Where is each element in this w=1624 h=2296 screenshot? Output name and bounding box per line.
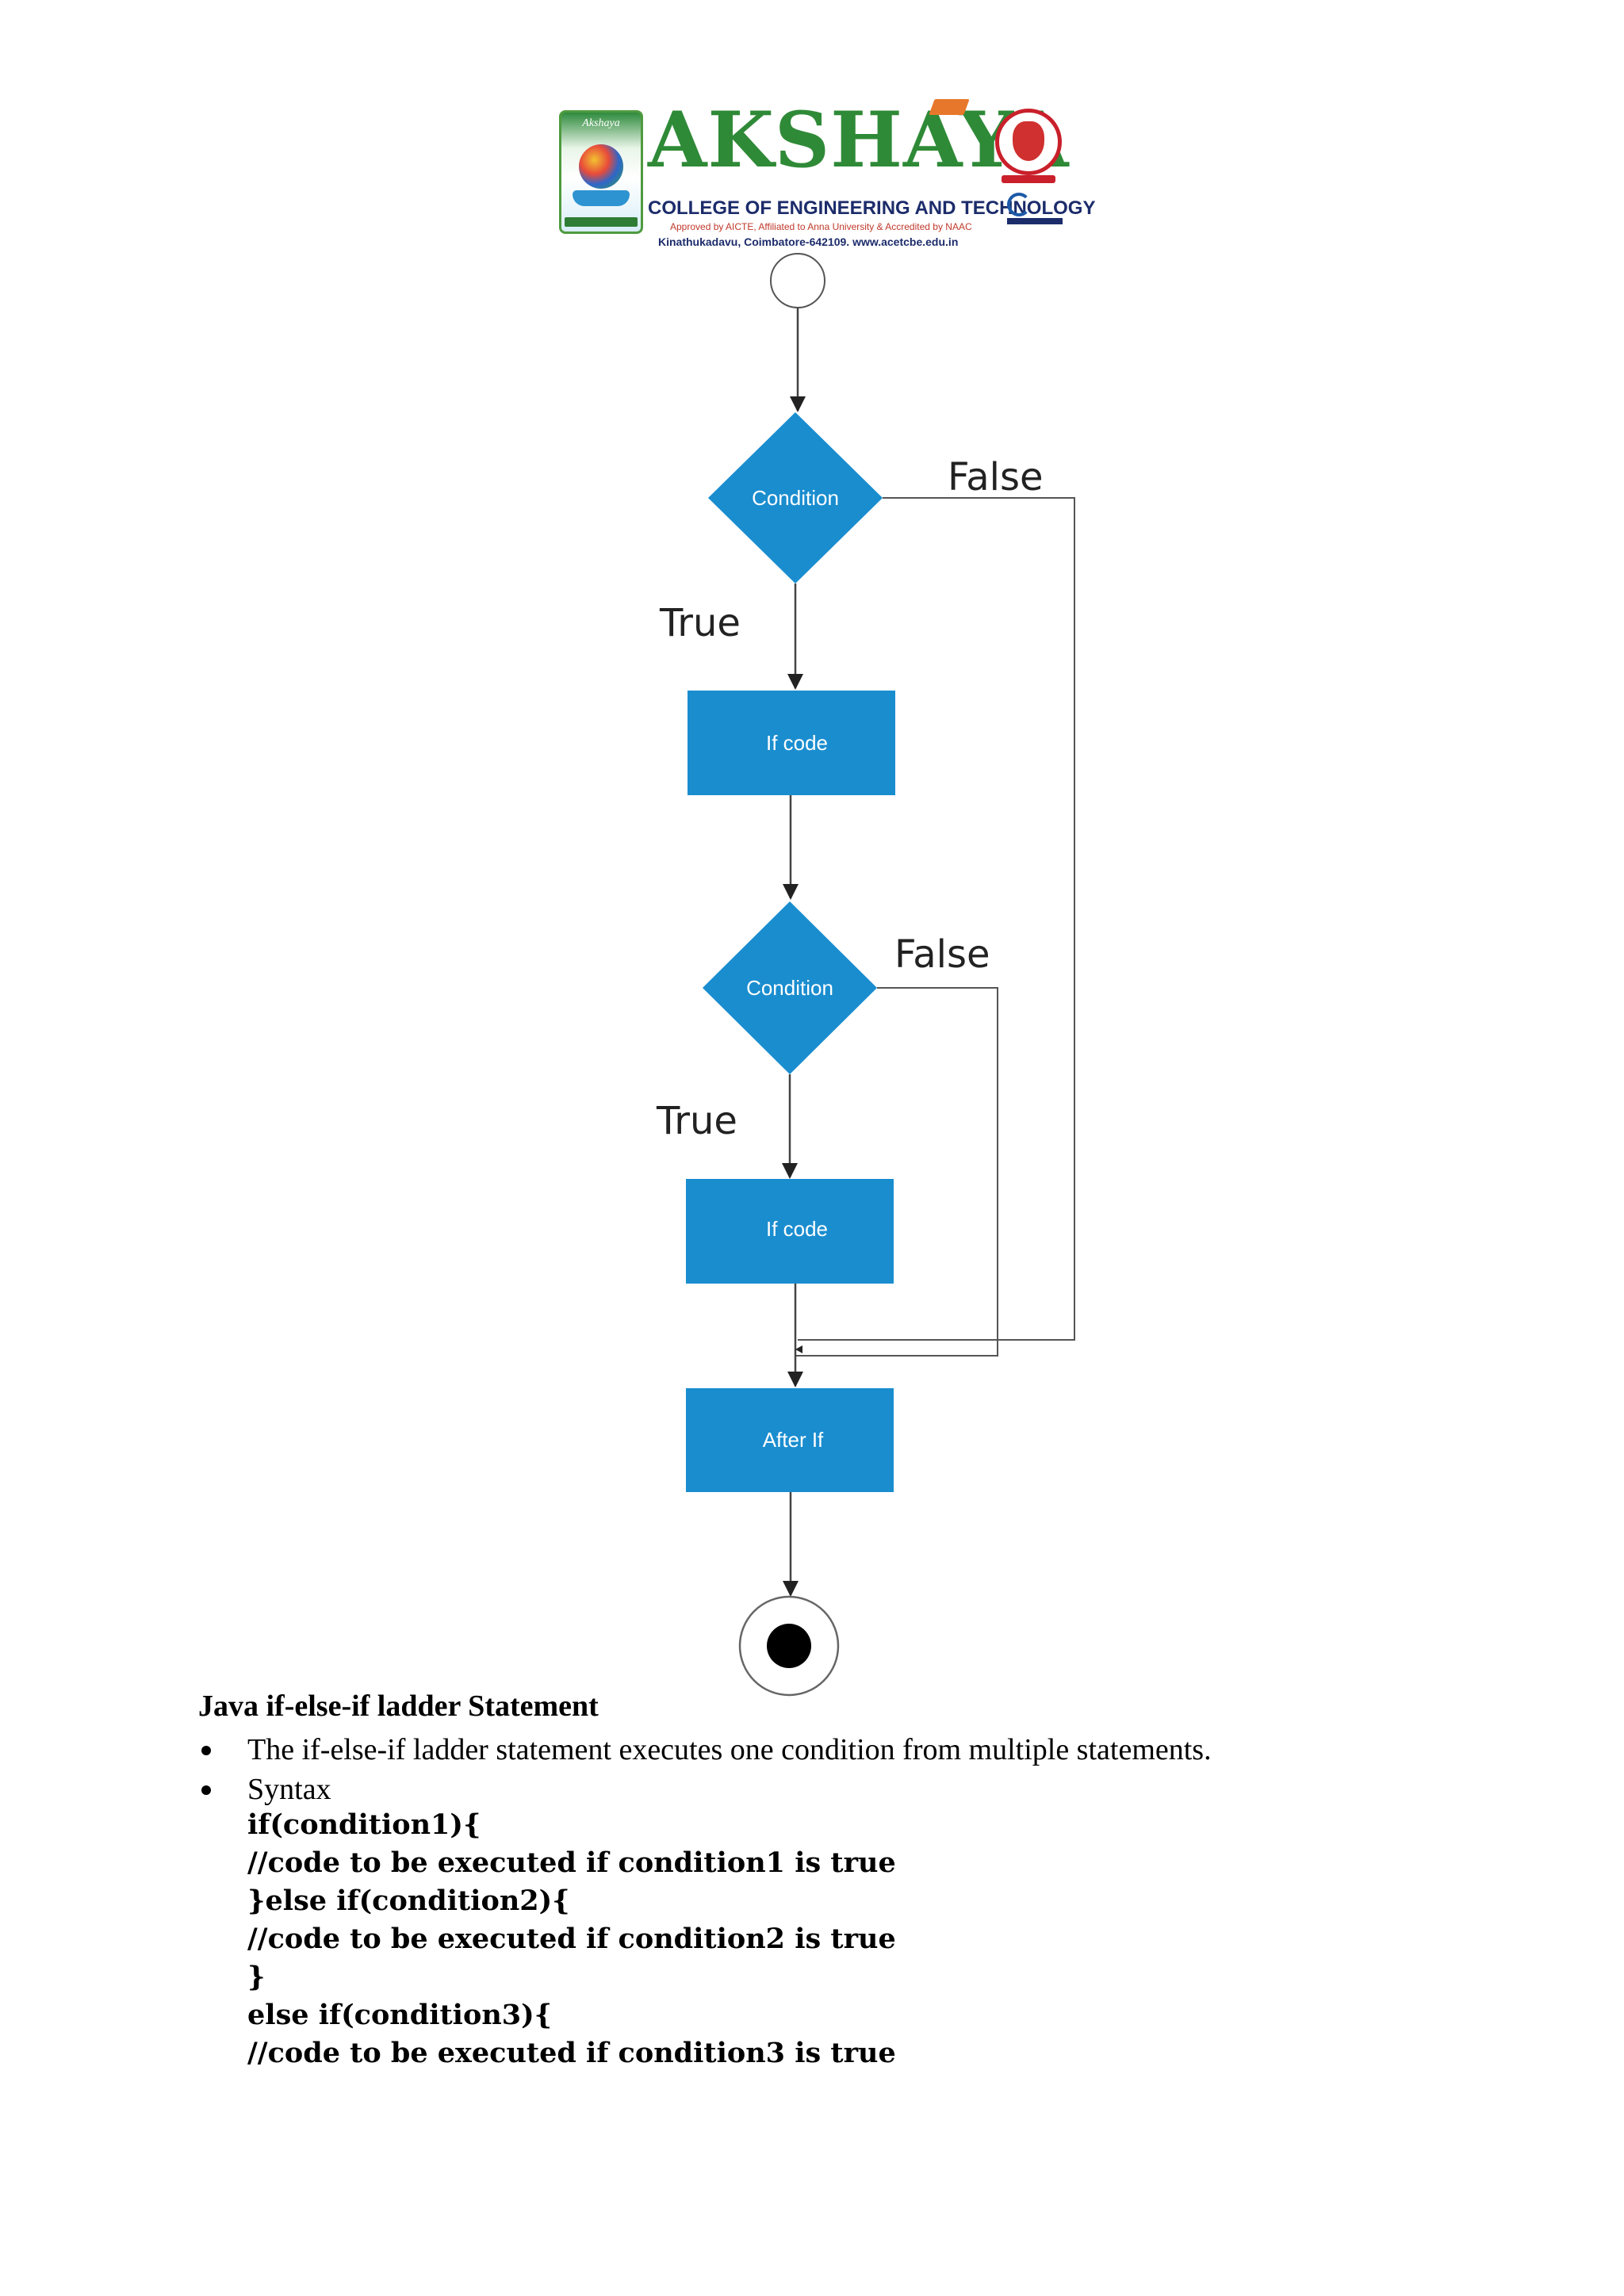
seal-band bbox=[1002, 175, 1055, 183]
approval-line: Approved by AICTE, Affiliated to Anna Un… bbox=[670, 221, 972, 232]
bullet-item: Syntax bbox=[198, 1770, 1212, 1809]
ifcode2-box bbox=[686, 1179, 894, 1284]
afterif-label: After If bbox=[763, 1428, 824, 1452]
ifcode2-label: If code bbox=[766, 1217, 828, 1241]
condition2-false-path bbox=[795, 987, 998, 1357]
code-line: if(condition1){ bbox=[247, 1808, 481, 1841]
university-seal-icon bbox=[995, 109, 1062, 188]
condition1-label: Condition bbox=[752, 486, 839, 510]
college-header: Akshaya AKSHAYA COLLEGE OF ENGINEERING A… bbox=[559, 99, 1095, 258]
afterif-box bbox=[686, 1388, 894, 1492]
hand-icon bbox=[573, 190, 630, 206]
condition2-label: Condition bbox=[746, 976, 833, 1000]
naac-logo-icon bbox=[1007, 193, 1063, 224]
address-line: Kinathukadavu, Coimbatore-642109. www.ac… bbox=[658, 235, 959, 248]
condition1-false-path bbox=[798, 497, 1075, 1341]
code-line: //code to be executed if condition3 is t… bbox=[247, 2037, 896, 2069]
bullet-item: The if-else-if ladder statement executes… bbox=[198, 1730, 1212, 1770]
condition2-false-label: False bbox=[894, 932, 990, 977]
section-heading: Java if-else-if ladder Statement bbox=[198, 1689, 599, 1723]
if-else-if-flowchart: Condition False True If code Condition F… bbox=[656, 253, 1075, 1697]
india-map-icon bbox=[1013, 121, 1044, 161]
code-line: } bbox=[247, 1961, 266, 1993]
bullet-list: The if-else-if ladder statement executes… bbox=[198, 1730, 1212, 1809]
logo-brand-text: Akshaya bbox=[582, 117, 620, 129]
globe-icon bbox=[579, 144, 623, 189]
condition1-diamond bbox=[708, 412, 883, 584]
naac-bar bbox=[1007, 218, 1063, 224]
akshaya-logo-icon: Akshaya bbox=[559, 110, 643, 234]
code-line: }else if(condition2){ bbox=[247, 1885, 570, 1917]
bullet-text: The if-else-if ladder statement executes… bbox=[247, 1733, 1212, 1766]
condition1-false-label: False bbox=[948, 455, 1044, 499]
code-line: //code to be executed if condition1 is t… bbox=[247, 1846, 896, 1879]
naac-swirl-icon bbox=[1007, 193, 1031, 216]
condition2-true-label: True bbox=[656, 1099, 737, 1143]
condition2-diamond bbox=[703, 901, 877, 1074]
code-line: //code to be executed if condition2 is t… bbox=[247, 1923, 896, 1955]
bullet-icon bbox=[201, 1746, 211, 1755]
start-node bbox=[770, 253, 825, 308]
ifcode1-box bbox=[688, 691, 895, 795]
code-line: else if(condition3){ bbox=[247, 1999, 553, 2031]
bullet-text: Syntax bbox=[247, 1773, 331, 1806]
merge-arrowhead bbox=[795, 1345, 802, 1353]
end-node-dot bbox=[767, 1624, 811, 1668]
condition1-true-label: True bbox=[659, 601, 741, 645]
syntax-code-block: if(condition1){ //code to be executed if… bbox=[247, 1806, 896, 2072]
ifcode1-label: If code bbox=[766, 731, 828, 755]
bullet-icon bbox=[201, 1785, 211, 1795]
logo-motto-bar bbox=[565, 217, 638, 227]
